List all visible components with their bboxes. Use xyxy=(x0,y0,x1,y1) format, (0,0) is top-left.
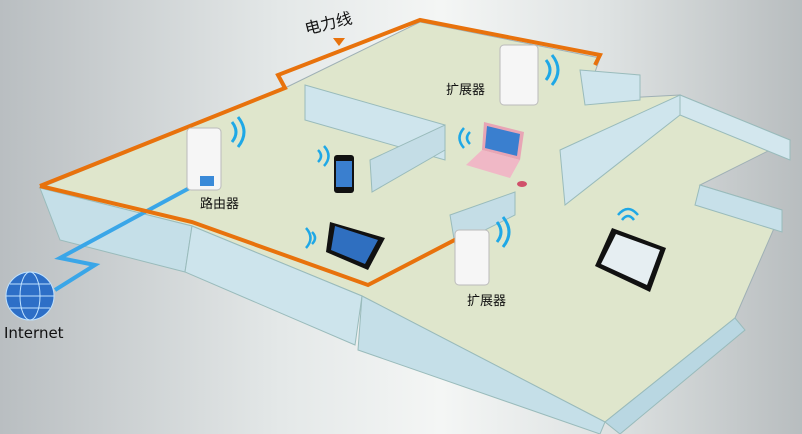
extender-bottom-label: 扩展器 xyxy=(467,294,507,309)
internet-globe-icon xyxy=(5,271,55,321)
internet-cable xyxy=(53,183,196,292)
wall-right xyxy=(604,317,746,434)
extender-top-device-icon xyxy=(499,44,560,106)
wall-front-mid xyxy=(184,225,363,346)
wall-inner-2 xyxy=(369,124,446,193)
wall-inner-3 xyxy=(559,94,681,206)
tablet-icon xyxy=(305,222,385,270)
extender-bottom-device-icon xyxy=(454,216,511,286)
wall-inner-5 xyxy=(579,69,641,106)
power-line-pointer xyxy=(333,38,345,46)
router-label: 路由器 xyxy=(200,197,240,212)
extender-top-label: 扩展器 xyxy=(446,83,486,98)
wall-front-right xyxy=(357,295,606,434)
internet-label: Internet xyxy=(4,324,64,342)
router-device-icon xyxy=(186,116,246,191)
wall-right-top xyxy=(694,184,783,233)
laptop-icon xyxy=(458,122,527,187)
smartphone-icon xyxy=(317,145,354,193)
power-line xyxy=(39,17,603,188)
tablet-right-icon xyxy=(595,207,666,292)
power-line-branch xyxy=(39,184,471,288)
